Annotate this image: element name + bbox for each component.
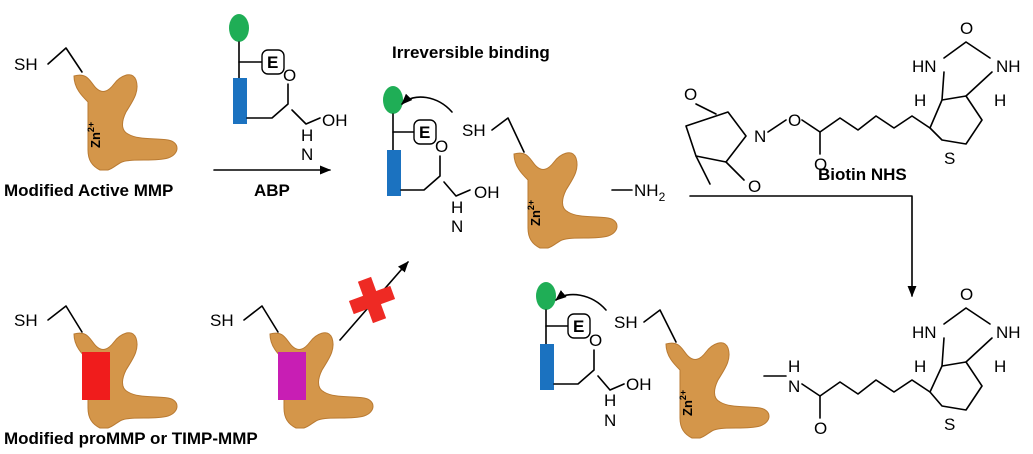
svg-text:O: O [435,137,448,156]
svg-text:OH: OH [626,375,652,394]
svg-text:HN: HN [912,323,937,342]
svg-text:H: H [604,391,616,410]
svg-text:N: N [754,127,766,146]
svg-text:O: O [814,419,827,438]
svg-text:H: H [994,91,1006,110]
biotinylated-complex: E O OH H N SH Zn2+ H N O HN NH O H H S [536,282,1021,439]
svg-text:O: O [814,155,827,174]
svg-text:H: H [451,198,463,217]
svg-text:OH: OH [322,111,348,130]
svg-text:S: S [944,149,955,168]
reaction-arrow-2 [689,195,917,298]
svg-text:H: H [914,357,926,376]
abp-probe: E O OH H N ABP [229,14,348,200]
svg-text:OH: OH [474,183,500,202]
svg-text:S: S [944,415,955,434]
svg-text:O: O [788,111,801,130]
probe-body [233,78,247,124]
svg-text:O: O [589,331,602,350]
zn-ion-label: Zn2+ [86,122,103,148]
svg-text:Zn2+: Zn2+ [678,390,695,416]
svg-text:SH: SH [14,311,38,330]
svg-text:SH: SH [14,55,38,74]
svg-text:H: H [994,357,1006,376]
irreversible-complex: E O OH H N SH Zn2+ NH2 [383,86,666,249]
electrophile-label: E [267,53,278,72]
modified-active-mmp-label: Modified Active MMP [4,181,173,200]
svg-text:SH: SH [462,121,486,140]
svg-text:N: N [451,217,463,236]
svg-text:H: H [788,357,800,376]
svg-text:E: E [419,123,430,142]
svg-text:O: O [960,285,973,304]
svg-text:H: H [301,126,313,145]
timp-domain [278,352,306,400]
amine-label: NH2 [634,181,666,204]
irreversible-binding-label: Irreversible binding [392,43,550,62]
svg-text:O: O [748,177,761,196]
modified-prommp-timp-label: Modified proMMP or TIMP-MMP [4,429,258,448]
timp-mmp: SH [210,305,374,429]
attack-arrow [401,93,453,113]
svg-text:E: E [573,317,584,336]
svg-text:SH: SH [614,313,638,332]
svg-text:O: O [684,85,697,104]
biotin-nhs: O O N O O HN NH O H H S Biotin NHS [684,19,1021,196]
biotin-nhs-label: Biotin NHS [818,165,907,184]
svg-text:H: H [914,91,926,110]
svg-text:N: N [604,411,616,430]
svg-text:N: N [301,145,313,164]
svg-text:N: N [788,377,800,396]
svg-text:NH: NH [996,323,1021,342]
svg-text:SH: SH [210,311,234,330]
svg-text:HN: HN [912,57,937,76]
svg-text:O: O [283,66,296,85]
svg-text:NH: NH [996,57,1021,76]
modified-active-mmp: SH Zn2+ Modified Active MMP [4,47,178,200]
probe-head [229,14,249,42]
blocked-cross-icon [348,276,396,324]
modified-prommp: SH [14,305,178,429]
abp-label: ABP [254,181,290,200]
svg-text:O: O [960,19,973,38]
pro-domain [82,352,110,400]
svg-text:Zn2+: Zn2+ [526,200,543,226]
